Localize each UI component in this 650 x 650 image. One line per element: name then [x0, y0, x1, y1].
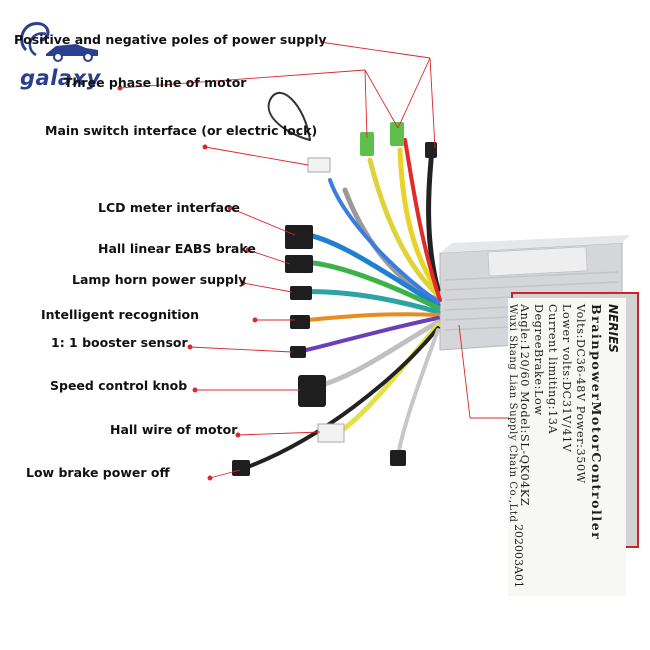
wire-harness: [243, 92, 442, 470]
label-line: Volts:DC36-48V Power:350W: [574, 304, 587, 484]
callout-speed-knob: Speed control knob: [50, 378, 188, 393]
callout-lines: [117, 41, 512, 481]
callout-main-switch: Main switch interface (or electric lock): [45, 123, 318, 138]
label-brand: NERIES: [606, 304, 620, 353]
callout-power-poles: Positive and negative poles of power sup…: [14, 32, 327, 47]
label-title: BrainpowerMotorController: [589, 304, 604, 541]
label-line: Lower volts:DC31V/41V: [560, 304, 573, 453]
callout-hall-eabs: Hall linear EABS brake: [98, 241, 256, 256]
callout-three-phase: Three phase line of motor: [64, 75, 247, 90]
logo-text: galaxy: [20, 66, 101, 90]
callout-lcd-meter: LCD meter interface: [98, 200, 240, 215]
connectors: [232, 122, 437, 476]
callout-low-brake: Low brake power off: [26, 465, 170, 480]
label-code: 202003A01: [512, 524, 525, 588]
label-line: DegreeBrake:Low: [532, 304, 545, 416]
label-line: Wuxi Shang Lian Supply Chain Co.,Ltd: [507, 304, 518, 523]
callout-hall-wire: Hall wire of motor: [110, 422, 238, 437]
galaxy-logo: galaxy: [6, 10, 126, 90]
label-line: Current limiting:13A: [546, 304, 559, 435]
controller-spec-label: NERIES BrainpowerMotorController Volts:D…: [507, 298, 626, 596]
car-swirl-icon: [20, 22, 98, 62]
callout-intelligent: Intelligent recognition: [41, 307, 200, 322]
callout-booster: 1: 1 booster sensor: [51, 335, 188, 350]
callout-lamp-horn: Lamp horn power supply: [72, 272, 247, 287]
label-line: Angle:120/60 Model:SL-QK04KZ: [518, 304, 531, 507]
